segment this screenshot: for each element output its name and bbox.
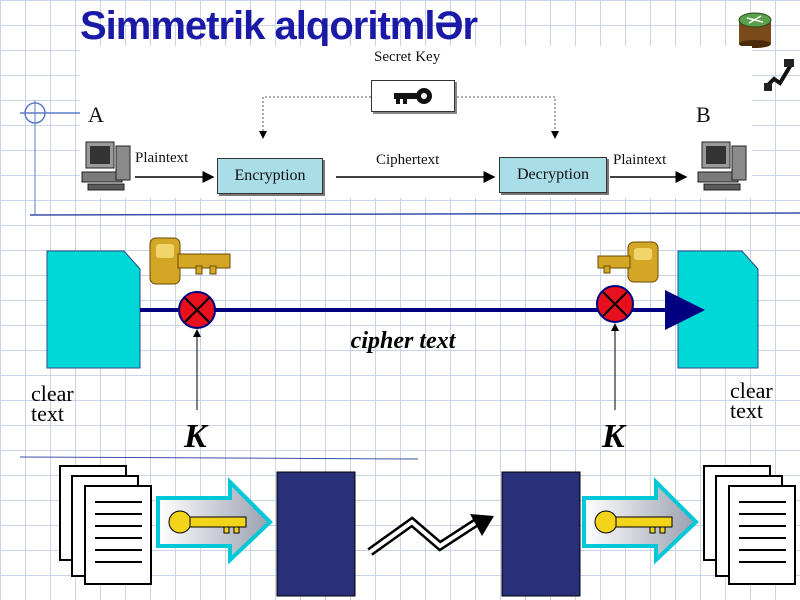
xor-decrypt-symbol xyxy=(596,285,634,323)
secret-key-label: Secret Key xyxy=(374,49,441,65)
clear-text-left-label: clear text xyxy=(31,381,74,426)
document-stack-right-icon xyxy=(703,465,796,585)
plaintext-left-label: Plaintext xyxy=(135,150,189,166)
party-a-label: A xyxy=(88,102,104,127)
encryption-process-diagram: Secret Key A B Plaint xyxy=(80,46,752,198)
connector-icon xyxy=(764,59,794,91)
clear-text-left-line1: clear xyxy=(31,381,74,406)
document-stack-left-icon xyxy=(59,465,152,585)
top-diagram-arrows xyxy=(135,96,688,183)
cipher-block-right xyxy=(501,471,581,597)
key-arrow-decrypt-icon xyxy=(582,477,699,565)
gold-key-left-icon xyxy=(149,237,231,285)
computer-b-icon xyxy=(697,141,747,191)
clear-text-right-label: clear text xyxy=(730,378,773,423)
cipher-text-label: cipher text xyxy=(351,328,457,354)
cipher-block-left xyxy=(276,471,356,597)
clear-text-left-line2: text xyxy=(31,401,64,426)
party-b-label: B xyxy=(696,102,711,127)
slide-title: Simmetrik alqoritmlƏr xyxy=(80,4,478,48)
clear-text-right-line1: clear xyxy=(730,378,773,403)
transmission-zigzag-icon xyxy=(367,514,494,556)
computer-a-icon xyxy=(81,141,131,191)
clear-text-document-left xyxy=(46,250,141,369)
clear-text-right-line2: text xyxy=(730,398,763,423)
key-k-right-label: K xyxy=(602,418,625,455)
ciphertext-label: Ciphertext xyxy=(376,152,440,168)
block-cipher-diagram xyxy=(59,465,796,597)
secret-key-box xyxy=(371,80,455,112)
key-icon xyxy=(394,88,432,104)
decryption-box: Decryption xyxy=(499,157,607,193)
cipher-flow-diagram: cipher text xyxy=(46,237,759,410)
key-k-left-label: K xyxy=(184,418,207,455)
xor-encrypt-symbol xyxy=(178,291,216,329)
gold-key-right-icon xyxy=(597,241,659,283)
key-arrow-encrypt-icon xyxy=(156,477,273,565)
encryption-box: Encryption xyxy=(217,158,323,194)
plaintext-right-label: Plaintext xyxy=(613,152,667,168)
clear-text-document-right xyxy=(677,250,759,369)
